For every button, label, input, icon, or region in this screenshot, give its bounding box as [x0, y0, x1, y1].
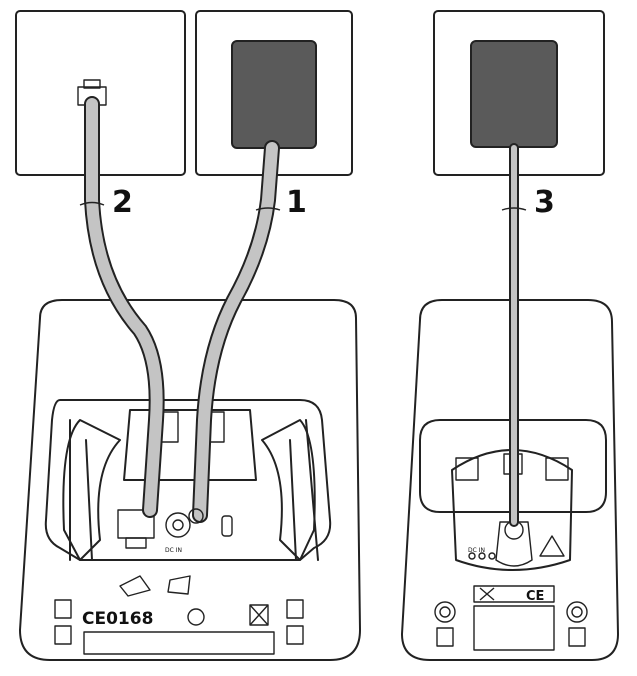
power-adapter-icon: [470, 40, 558, 148]
power-adapter-icon: [231, 40, 317, 149]
callout-3: 3: [534, 185, 555, 220]
power-cable-base: [188, 140, 281, 524]
base-station: DC IN CE0168: [19, 299, 361, 661]
callout-1: 1: [286, 185, 307, 220]
charger-ce-label: CE: [526, 589, 544, 604]
power-cable-charger: [501, 143, 527, 527]
charger-unit: DC IN CE: [401, 299, 619, 661]
wall-socket-phone: [15, 10, 186, 176]
charger-port-label: DC IN: [468, 547, 485, 554]
port-label-dc: DC IN: [165, 547, 182, 554]
phone-line-cable: [79, 96, 165, 518]
dc-in-port: [165, 512, 191, 538]
ce-certification-label: CE0168: [82, 609, 153, 629]
weee-bin-icon: [249, 604, 269, 626]
callout-2: 2: [112, 185, 133, 220]
recycle-icon: [187, 608, 205, 626]
